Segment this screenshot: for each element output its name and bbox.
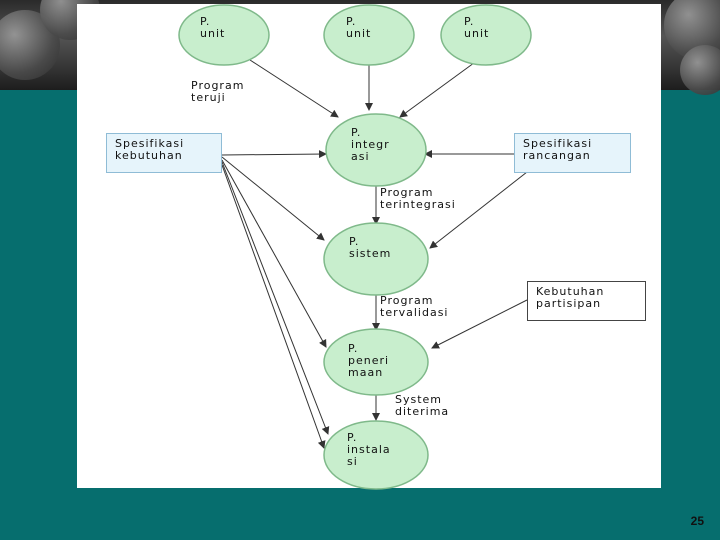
box-spesifikasi-kebutuhan: Spesifikasi kebutuhan [106, 133, 222, 173]
arrow-unit3-to-integrasi [399, 59, 479, 118]
edge-label-program-terintegrasi: Program terintegrasi [380, 186, 456, 211]
arrow-kebutuhan-to-instalasi-2 [221, 164, 326, 449]
node-instalasi-label: P. instala si [347, 431, 391, 468]
arrow-rancangan-to-sistem [429, 171, 528, 249]
node-unit-2 [323, 4, 415, 66]
edge-label-program-tervalidasi: Program tervalidasi [380, 294, 449, 319]
node-unit-1 [178, 4, 270, 66]
node-unit-3 [440, 4, 532, 66]
box-spesifikasi-rancangan: Spesifikasi rancangan [514, 133, 631, 173]
nodes [178, 4, 532, 490]
node-sistem [323, 222, 429, 296]
arrows [221, 59, 528, 449]
box-kebutuhan-partisipan: Kebutuhan partisipan [527, 281, 646, 321]
edge-label-program-teruji: Program teruji [191, 79, 245, 104]
node-penerimaan-label: P. peneri maan [348, 342, 390, 379]
node-sistem-label: P. sistem [349, 235, 392, 260]
arrow-kebutuhan-to-sistem [221, 156, 325, 241]
node-unit-1-label: P. unit [200, 15, 226, 40]
node-integrasi-label: P. integr asi [351, 126, 390, 163]
node-unit-3-label: P. unit [464, 15, 490, 40]
arrow-unit1-to-integrasi [249, 59, 339, 118]
edge-label-system-diterima: System diterima [395, 393, 450, 418]
node-penerimaan [323, 328, 429, 396]
coin-decoration [680, 45, 720, 95]
page-number: 25 [690, 514, 704, 528]
arrow-kebutuhan-to-penerimaan [221, 159, 327, 348]
arrow-kebutuhan-to-integrasi [221, 150, 327, 159]
arrow-kebutuhan-to-instalasi-1 [221, 161, 330, 435]
node-instalasi [323, 420, 429, 490]
arrow-partisipan-to-penerimaan [431, 299, 528, 349]
node-integrasi [325, 113, 427, 187]
node-unit-2-label: P. unit [346, 15, 372, 40]
